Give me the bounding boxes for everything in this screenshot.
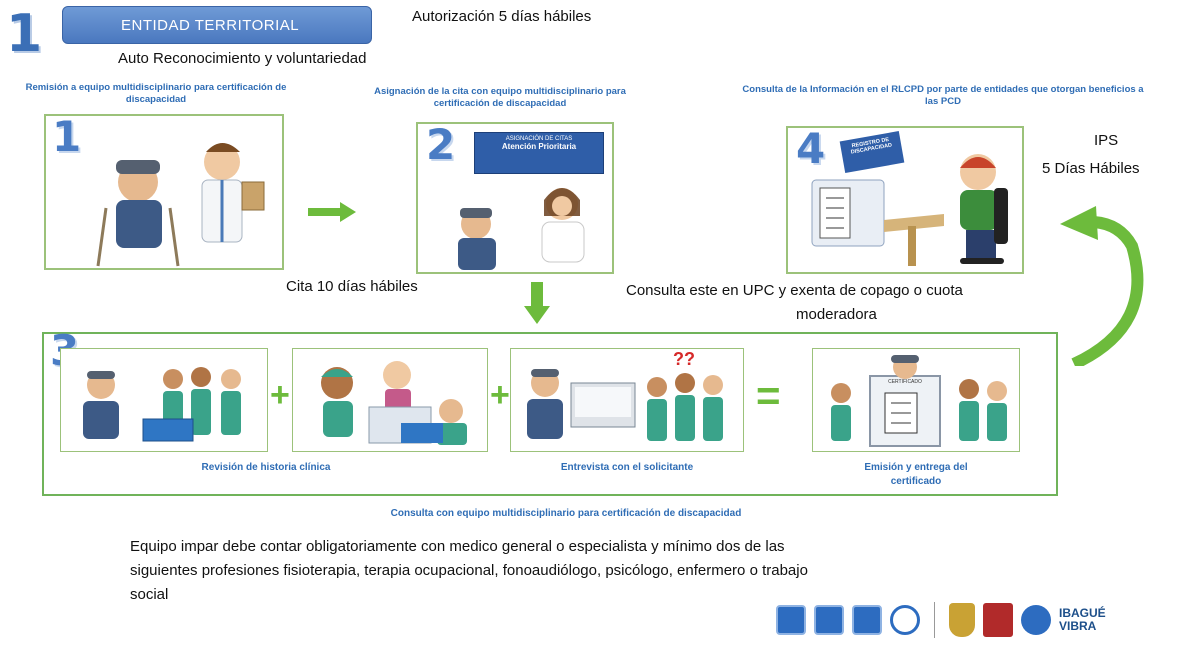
step-number-heading: 1 xyxy=(6,4,43,64)
footer-line-3: social xyxy=(130,586,169,603)
ips-days-note: 5 Días Hábiles xyxy=(1042,160,1140,177)
plus-sign-1: + xyxy=(270,376,290,414)
ibague-text: IBAGUÉ xyxy=(1059,606,1106,620)
step4-panel: 4 REGISTRO DE DISCAPACIDAD xyxy=(786,124,1024,274)
issuance-caption-line1: Emisión y entrega del xyxy=(864,462,968,473)
receptionist-illustration xyxy=(458,188,585,270)
equals-sign: = xyxy=(756,372,781,419)
step3-process-box: 3 + + ?? xyxy=(42,326,1058,496)
interview-illustration xyxy=(527,369,723,441)
priority-sign-title: ASIGNACIÓN DE CITAS xyxy=(505,136,573,142)
certificate-team-illustration xyxy=(831,355,1007,441)
vibra-text: VIBRA xyxy=(1059,619,1097,633)
certificate-label: CERTIFICADO xyxy=(888,379,922,385)
self-recognition-note: Auto Reconocimiento y voluntariedad xyxy=(118,50,367,67)
review-caption: Revisión de historia clínica xyxy=(201,462,331,473)
step2-title: Asignación de la cita con equipo multidi… xyxy=(374,86,626,109)
upc-note-line1: Consulta este en UPC y exenta de copago … xyxy=(626,282,963,299)
ibague-logo-icon xyxy=(1021,605,1051,635)
interview-caption: Entrevista con el solicitante xyxy=(560,462,694,473)
ibague-vibra-logo: IBAGUÉ VIBRA xyxy=(1059,607,1106,633)
priority-sign-sub: Atención Prioritaria xyxy=(501,142,577,151)
question-marks: ?? xyxy=(673,349,695,369)
step2-panel: 2 ASIGNACIÓN DE CITAS Atención Prioritar… xyxy=(416,120,614,274)
appointment-note: Cita 10 días hábiles xyxy=(286,278,418,295)
step1-panel: 1 xyxy=(44,112,284,270)
quality-badge-icon xyxy=(814,605,844,635)
review-panel xyxy=(60,348,268,452)
issuance-panel: CERTIFICADO xyxy=(812,348,1020,452)
footer-line-2: siguientes profesiones fisioterapia, ter… xyxy=(130,562,808,579)
right-arrow-icon xyxy=(308,202,356,222)
consulta-caption: Consulta con equipo multidisciplinario p… xyxy=(390,508,742,519)
issuance-caption-line2: certificado xyxy=(890,476,942,487)
plus-sign-2: + xyxy=(490,376,510,414)
music-emblem-icon xyxy=(983,603,1013,637)
step2-number: 2 xyxy=(426,120,456,169)
computer-user-illustration xyxy=(811,154,1008,266)
footer-line-1: Equipo impar debe contar obligatoriament… xyxy=(130,538,785,555)
step4-title: Consulta de la Información en el RLCPD p… xyxy=(742,84,1144,107)
return-arrow-icon xyxy=(1060,206,1144,366)
step4-number: 4 xyxy=(796,124,826,173)
step1-number: 1 xyxy=(52,112,82,161)
divider xyxy=(934,602,935,638)
logo-strip: IBAGUÉ VIBRA xyxy=(776,598,1172,642)
quality-badge-icon xyxy=(852,605,882,635)
priority-sign: ASIGNACIÓN DE CITAS Atención Prioritaria xyxy=(474,132,604,174)
step1-title: Remisión a equipo multidisciplinario par… xyxy=(25,82,287,105)
down-arrow-icon xyxy=(524,282,550,324)
records-panel xyxy=(292,348,488,452)
certification-seal-icon xyxy=(890,605,920,635)
ips-note: IPS xyxy=(1094,132,1119,149)
entity-territorial-button[interactable]: ENTIDAD TERRITORIAL xyxy=(62,6,372,44)
upc-note-line2: moderadora xyxy=(796,306,877,323)
patient-doctor-illustration xyxy=(96,143,265,267)
medical-team-illustration xyxy=(83,367,241,442)
authorization-note: Autorización 5 días hábiles xyxy=(412,8,592,25)
city-shield-icon xyxy=(949,603,975,637)
interview-panel: ?? xyxy=(510,348,744,452)
doctor-computer-illustration xyxy=(321,361,467,445)
quality-badge-icon xyxy=(776,605,806,635)
